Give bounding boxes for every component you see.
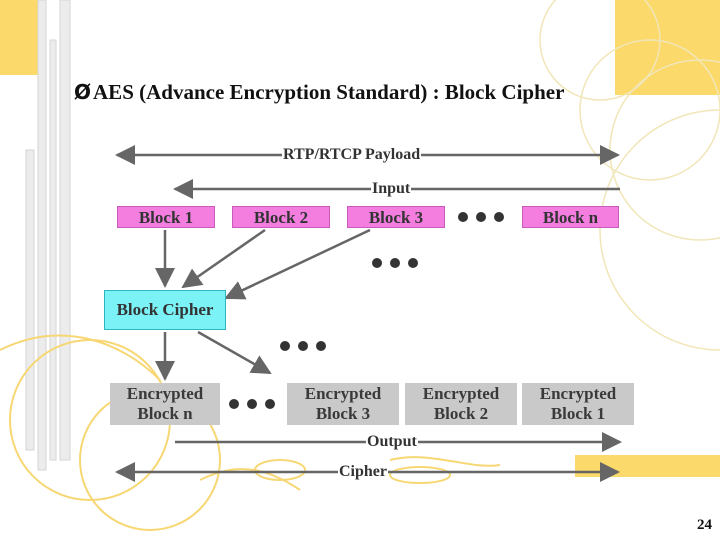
ellipsis-encrypted-row — [229, 399, 275, 409]
bullet-arrow-icon: Ø — [74, 80, 92, 104]
arrow-block3-to-cipher — [224, 228, 371, 300]
ellipsis-input-row — [458, 212, 504, 222]
encrypted-block-2: Encrypted Block 2 — [405, 383, 517, 425]
arrow-cipher-to-ellipsis — [197, 330, 272, 375]
page-number: 24 — [697, 517, 712, 533]
slide-title-text: AES (Advance Encryption Standard) : Bloc… — [93, 80, 565, 104]
encrypted-block-n-line1: Encrypted — [126, 384, 204, 403]
block-cipher-box: Block Cipher — [104, 290, 226, 330]
encrypted-block-1: Encrypted Block 1 — [522, 383, 634, 425]
encrypted-block-n-line2: Block n — [137, 404, 193, 423]
encrypted-block-2-line2: Block 2 — [433, 404, 489, 423]
output-label: Output — [366, 433, 418, 451]
ellipsis-middle-row — [372, 258, 418, 268]
encrypted-block-1-line1: Encrypted — [539, 384, 617, 403]
encrypted-block-n: Encrypted Block n — [110, 383, 220, 425]
arrow-block2-to-cipher — [181, 228, 266, 289]
encrypted-block-3: Encrypted Block 3 — [287, 383, 399, 425]
encrypted-block-3-line2: Block 3 — [315, 404, 371, 423]
encrypted-block-3-line1: Encrypted — [304, 384, 382, 403]
input-block-2: Block 2 — [232, 206, 330, 228]
encrypted-block-1-line2: Block 1 — [550, 404, 606, 423]
input-block-1: Block 1 — [117, 206, 215, 228]
encrypted-block-2-line1: Encrypted — [422, 384, 500, 403]
payload-label: RTP/RTCP Payload — [282, 146, 422, 164]
slide-title: ØAES (Advance Encryption Standard) : Blo… — [74, 80, 564, 105]
input-block-n: Block n — [522, 206, 619, 228]
ellipsis-after-cipher — [280, 341, 326, 351]
cipher-label: Cipher — [338, 463, 388, 481]
input-label: Input — [371, 180, 412, 198]
input-block-3: Block 3 — [347, 206, 445, 228]
